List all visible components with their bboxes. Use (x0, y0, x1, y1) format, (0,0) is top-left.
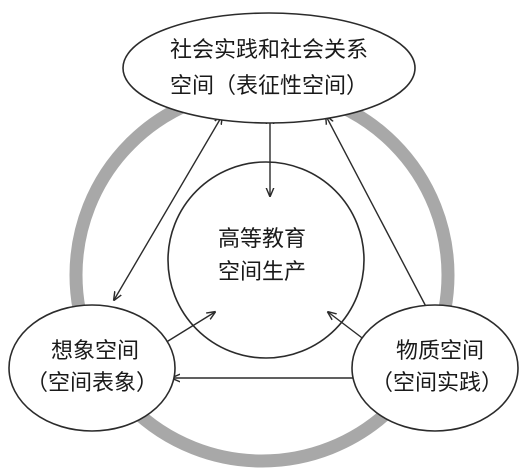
arrow-top-left (114, 116, 222, 300)
top-ellipse (122, 12, 416, 124)
right-node-line1: 物质空间 (396, 339, 484, 364)
right-ellipse (351, 304, 519, 432)
top-node-line2: 空间（表征性空间） (170, 74, 368, 99)
top-node-line1: 社会实践和社会关系 (170, 38, 368, 63)
left-node-line1: 想象空间 (51, 339, 139, 364)
center-node-line2: 空间生产 (218, 260, 306, 285)
arrow-center-left (160, 312, 215, 346)
center-node-line1: 高等教育 (218, 227, 306, 252)
right-node-line2: （空间实践） (371, 371, 503, 396)
arrow-top-right (326, 116, 432, 318)
left-ellipse (8, 304, 176, 432)
left-node-line2: （空间表象） (26, 371, 158, 396)
